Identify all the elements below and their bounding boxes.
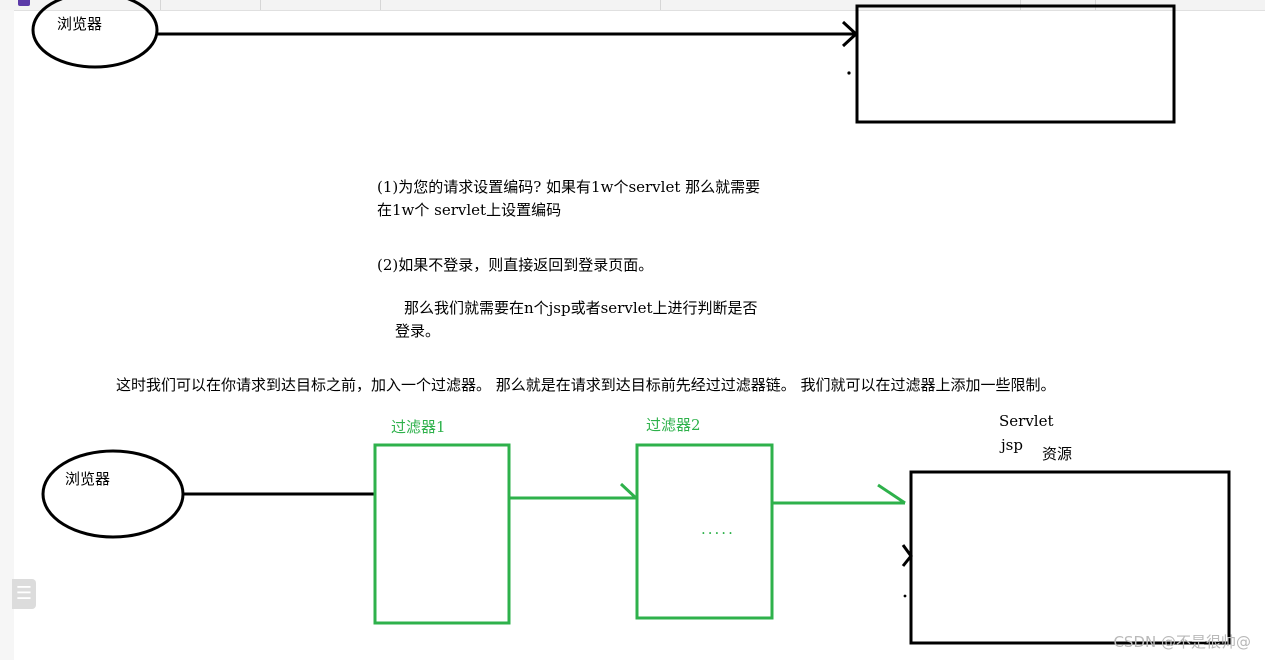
note3-line2: 登录。 <box>395 322 441 340</box>
filter-ellipsis: ..... <box>701 520 735 538</box>
servlet-label: Servlet <box>999 412 1054 430</box>
toolbar-segment <box>260 0 381 10</box>
bottom-dot <box>903 594 907 598</box>
note1-line2: 在1w个 servlet上设置编码 <box>377 201 562 219</box>
toolbar-segment <box>160 0 261 10</box>
filter2-label: 过滤器2 <box>646 416 701 434</box>
toolbar-segment <box>0 0 161 10</box>
left-gutter <box>0 10 14 660</box>
bottom-browser-ellipse <box>41 449 185 539</box>
resource-entry-mark <box>901 544 913 567</box>
toolbar-segment <box>380 0 661 10</box>
resource-label: 资源 <box>1042 445 1073 463</box>
filter1-label: 过滤器1 <box>391 418 446 436</box>
top-dot <box>847 71 851 75</box>
outline-toggle-button[interactable]: ☰ <box>12 579 36 609</box>
menu-icon: ☰ <box>15 583 33 604</box>
filter1-box <box>373 443 511 625</box>
note1-line1: (1)为您的请求设置编码? 如果有1w个servlet 那么就需要 <box>377 178 761 196</box>
watermark: CSDN @不是很帅@ <box>1113 633 1251 651</box>
top-browser-ellipse <box>31 0 159 69</box>
app-icon <box>18 0 30 6</box>
note2: (2)如果不登录，则直接返回到登录页面。 <box>377 256 654 274</box>
filter2-arrow-head <box>619 482 638 500</box>
bottom-resource-box <box>909 470 1231 645</box>
explanation-text: 这时我们可以在你请求到达目标之前，加入一个过滤器。 那么就是在请求到达目标前先经… <box>116 376 1056 394</box>
jsp-label: jsp <box>1001 436 1023 454</box>
top-resource-box <box>855 4 1176 124</box>
resource-arrow-head <box>877 483 906 505</box>
top-browser-label: 浏览器 <box>57 15 103 33</box>
bottom-browser-label: 浏览器 <box>65 470 111 488</box>
filter2-box <box>635 443 774 620</box>
note3-line1: 那么我们就需要在n个jsp或者servlet上进行判断是否 <box>404 299 758 317</box>
